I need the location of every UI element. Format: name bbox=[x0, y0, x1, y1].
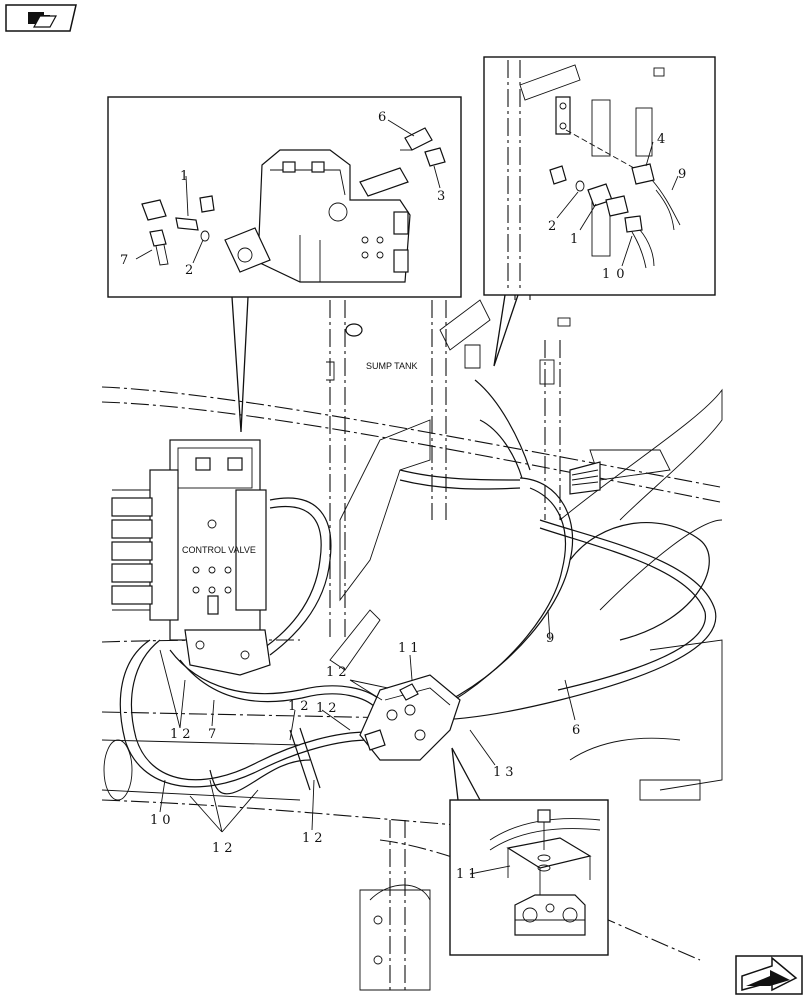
detail-view-valve-fittings: 1 7 2 6 3 bbox=[107, 96, 462, 433]
callout-12-c: 12 bbox=[288, 699, 313, 714]
control-valve-label: CONTROL VALVE bbox=[182, 545, 256, 555]
callout-12-a: 12 bbox=[326, 665, 351, 680]
callout-9: 9 bbox=[678, 167, 686, 182]
callout-12-f: 12 bbox=[302, 831, 327, 846]
callout-6: 6 bbox=[378, 110, 386, 125]
callout-1-right: 1 bbox=[570, 232, 578, 247]
callout-3: 3 bbox=[437, 189, 445, 204]
callout-7-main: 7 bbox=[208, 727, 216, 742]
callout-12-e: 12 bbox=[212, 841, 237, 856]
detail-view-clamp: 11 bbox=[449, 747, 609, 956]
book-back-icon[interactable] bbox=[5, 4, 77, 32]
callout-12-b: 12 bbox=[316, 701, 341, 716]
callout-2: 2 bbox=[185, 263, 193, 278]
callout-10-main: 10 bbox=[150, 813, 175, 828]
callout-1: 1 bbox=[180, 169, 188, 184]
manifold-block bbox=[359, 674, 461, 761]
callout-11-bottom: 11 bbox=[456, 867, 481, 882]
detail-view-tank-fittings: 4 9 2 1 10 bbox=[483, 56, 716, 367]
hoses bbox=[119, 379, 717, 795]
callout-11: 11 bbox=[398, 641, 423, 656]
next-page-icon[interactable] bbox=[735, 955, 803, 995]
callout-13: 13 bbox=[493, 765, 518, 780]
sump-tank-label: SUMP TANK bbox=[366, 361, 418, 371]
callout-2-right: 2 bbox=[548, 219, 556, 234]
callout-12-d: 12 bbox=[170, 727, 195, 742]
main-callouts: 11 12 12 12 12 7 10 12 12 9 6 13 bbox=[150, 609, 580, 856]
callout-6-main: 6 bbox=[572, 723, 580, 738]
callout-10: 10 bbox=[602, 267, 631, 282]
callout-9-main: 9 bbox=[546, 631, 554, 646]
control-valve-assembly bbox=[111, 439, 271, 676]
callout-4: 4 bbox=[657, 132, 665, 147]
callout-7: 7 bbox=[120, 253, 128, 268]
